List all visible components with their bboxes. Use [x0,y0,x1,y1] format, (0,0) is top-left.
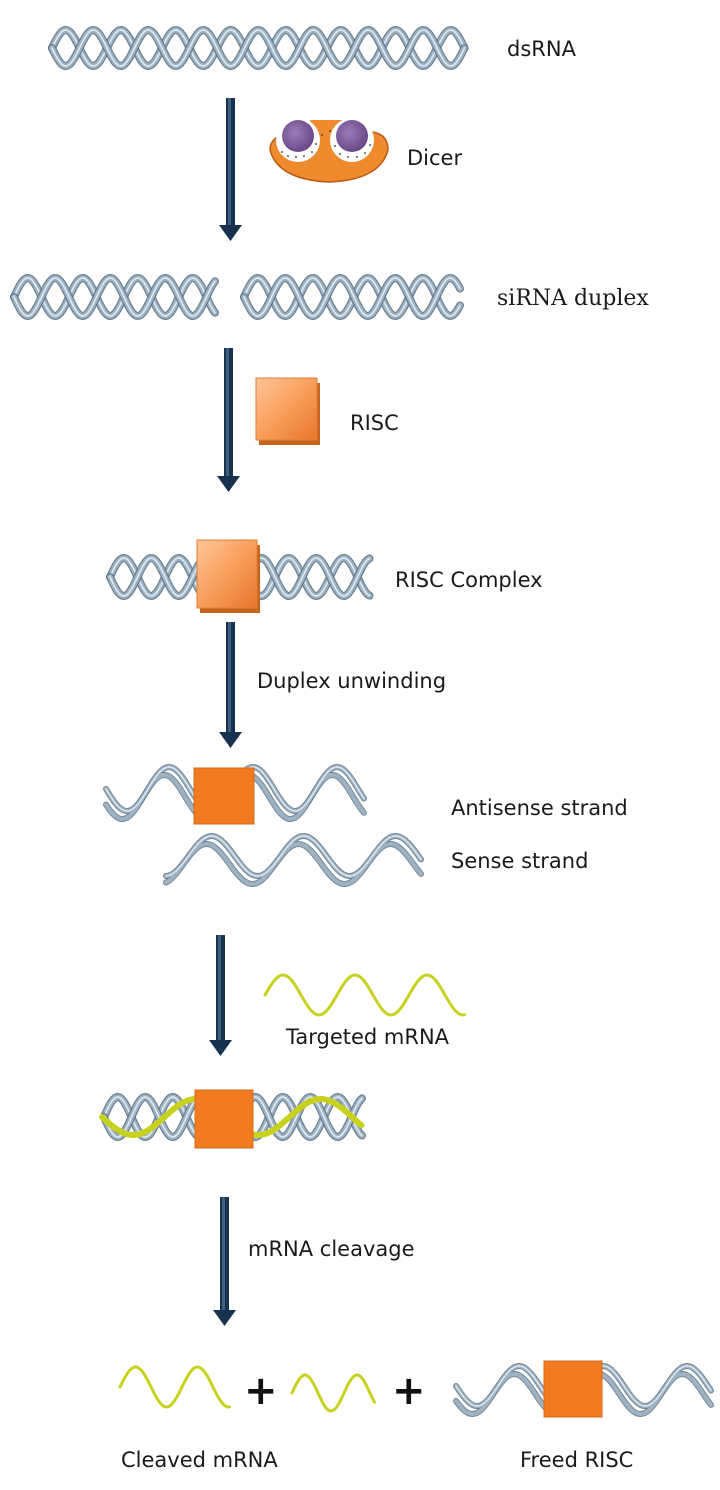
arrow-down-icon [219,622,242,748]
arrow-down-icon [213,1197,236,1326]
risc-complex-protein-icon [196,539,260,613]
targeted-mrna-icon [263,973,466,1017]
cleaved-mrna-label: Cleaved mRNA [121,1448,278,1472]
dsrna-label: dsRNA [507,37,577,61]
antisense-strand-label: Antisense strand [451,796,628,820]
sirna-helix-right-icon [240,273,464,321]
sense-strand-icon [163,832,424,888]
mrna-cleavage-label: mRNA cleavage [248,1237,415,1261]
bound-risc-protein-icon [194,1089,254,1149]
antisense-risc-protein-icon [193,767,255,825]
cleaved-mrna-fragment-2-icon [290,1373,376,1413]
risc-complex-label: RISC Complex [395,568,543,592]
dicer-label: Dicer [407,146,462,170]
freed-risc-protein-icon [543,1360,603,1418]
cleaved-mrna-fragment-1-icon [118,1365,231,1409]
risc-label: RISC [350,411,399,435]
arrow-down-icon [217,348,240,492]
plus-sign-1: + [244,1368,278,1414]
dsrna-helix-icon [48,25,469,71]
plus-sign-2: + [392,1368,426,1414]
risc-protein-icon [255,377,320,445]
duplex-unwinding-label: Duplex unwinding [257,669,446,693]
dicer-enzyme-icon [269,118,389,183]
targeted-mrna-label: Targeted mRNA [285,1025,450,1049]
sirna-helix-left-icon [10,273,219,321]
arrow-down-icon [219,98,242,241]
freed-risc-label: Freed RISC [520,1448,633,1472]
sirna-duplex-label: siRNA duplex [497,286,649,311]
sense-strand-label: Sense strand [451,849,588,873]
arrow-down-icon [209,935,232,1056]
